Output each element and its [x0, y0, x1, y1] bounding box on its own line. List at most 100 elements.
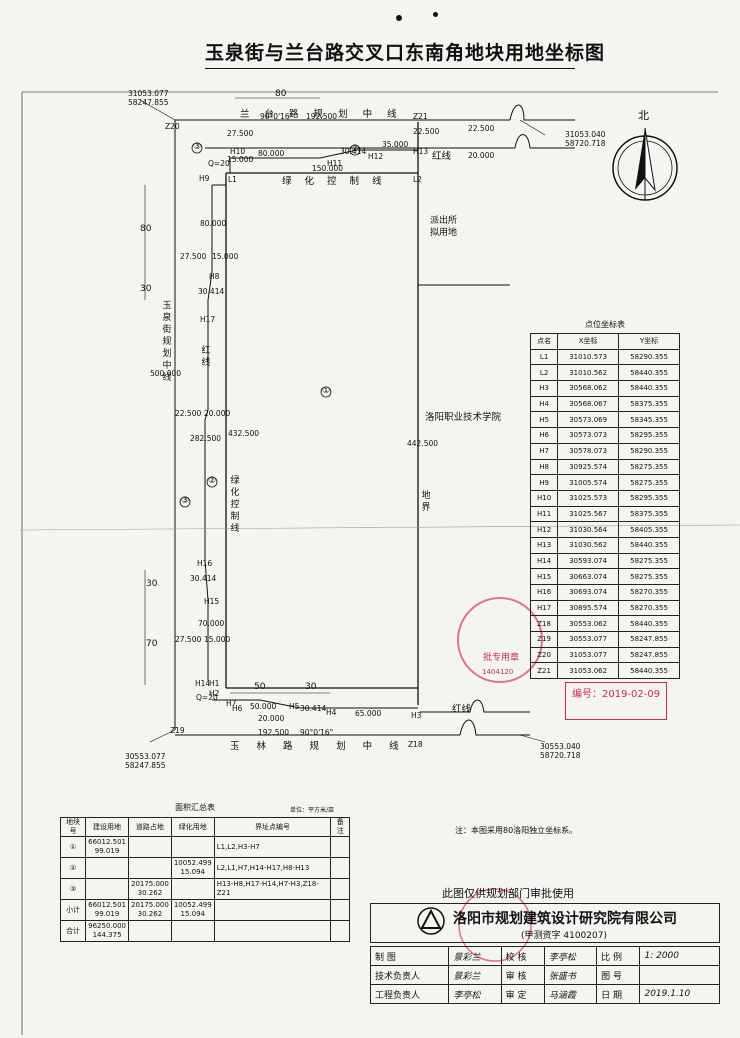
point-h6: H6 [232, 704, 243, 713]
table-cell: 工程负责人 [369, 984, 450, 1004]
table-cell: 31053.062 [557, 662, 620, 680]
dim-top-35000: 35.000 [382, 140, 409, 149]
region-2-left-label: ② [208, 476, 217, 486]
table-cell: 30573.069 [557, 411, 620, 429]
table-cell: Z19 [529, 631, 559, 648]
table-cell [213, 899, 332, 921]
table-cell: 58247.855 [618, 646, 680, 664]
coord-table-header: 点名 X坐标 Y坐标 [529, 333, 680, 350]
table-cell: 58440.355 [618, 380, 680, 397]
dim-left-20000: 20.000 [204, 409, 231, 418]
point-h11: H11 [327, 159, 343, 168]
table-cell: 日 期 [596, 984, 641, 1004]
dim-bot-30414: 30.414 [300, 704, 327, 713]
dim-left-30b: 30 [146, 579, 158, 589]
table-row: 技术负责人景彩兰审 核张盛书图 号 [369, 965, 720, 985]
dim-bot-50: 50 [254, 682, 266, 692]
table-cell: 30925.574 [557, 458, 620, 476]
table-cell: 景彩兰 [448, 965, 502, 985]
coord-br-y: 58720.718 [540, 751, 581, 760]
dim-top-80: 80 [275, 89, 287, 99]
table-cell [127, 836, 172, 858]
table-cell [330, 878, 350, 900]
table-cell: Z18 [529, 615, 559, 633]
table-cell: 校 核 [500, 946, 545, 966]
table-cell: H15 [529, 568, 559, 585]
table-cell: ③ [59, 878, 87, 900]
table-cell [330, 920, 350, 942]
stamp-box [565, 682, 667, 720]
table-cell: 66012.501 99.019 [85, 836, 129, 858]
table-cell: 30693.074 [557, 584, 620, 601]
table-cell [170, 920, 215, 942]
point-h10: H10 [230, 147, 246, 156]
table-cell: 30663.074 [557, 568, 620, 585]
dim-left-15000: 15.000 [212, 252, 239, 261]
table-cell: 31005.574 [557, 474, 620, 491]
table-cell: H9 [529, 474, 559, 491]
header-cell: 道路占地 [127, 817, 172, 837]
dim-bot-30: 30 [305, 682, 317, 692]
coord-bl-y: 58247.855 [125, 761, 166, 770]
road-label-bottom: 玉 林 路 规 划 中 线 [230, 741, 406, 752]
point-h13: H13 [413, 147, 429, 156]
dim-left-70: 70 [146, 639, 158, 649]
table-cell: 30573.073 [557, 427, 620, 444]
dim-bot-50000: 50.000 [250, 702, 277, 711]
region-3-label: ③ [181, 496, 190, 506]
point-z20: Z20 [165, 122, 180, 131]
table-cell: 2019.1.10 [639, 984, 720, 1004]
table-cell: ② [59, 857, 87, 879]
dim-bot-192500: 192.500 [258, 728, 290, 737]
table-cell: 31030.564 [557, 521, 620, 538]
header-cell: Y坐标 [618, 333, 680, 350]
table-cell: 20175.000 30.262 [127, 878, 172, 900]
table-cell: 58375.355 [618, 505, 680, 523]
table-cell: H7 [529, 442, 559, 460]
coord-table-title: 点位坐标表 [585, 320, 625, 329]
north-label: 北 [638, 109, 649, 122]
table-cell [213, 920, 332, 942]
table-cell: 20175.000 30.262 [127, 899, 172, 921]
region-1-label: ① [322, 386, 331, 396]
table-cell: H14 [529, 552, 559, 570]
table-cell: 58275.355 [618, 568, 680, 585]
dim-top-right-22500: 22.500 [468, 124, 495, 133]
point-h2: H2 [209, 689, 220, 698]
table-cell: H13-H8,H17-H14,H7-H3,Z18-Z21 [213, 878, 332, 900]
table-cell: 30553.062 [557, 615, 620, 633]
area-table-unit: 单位：平方米/亩 [290, 807, 335, 814]
dim-top-22500: 22.500 [413, 127, 440, 136]
table-cell: Z21 [529, 662, 559, 680]
table-cell: 58275.355 [618, 552, 680, 570]
header-cell: 界址点编号 [213, 817, 332, 837]
green-line-top: 绿 化 控 制 线 [282, 176, 387, 187]
table-cell: 31010.562 [557, 364, 620, 382]
institute-block: 洛阳市规划建筑设计研究院有限公司 (甲测资字 4100207) [370, 903, 720, 943]
table-row: ③ 20175.000 30.262 H13-H8,H17-H14,H7-H3,Z1… [59, 878, 350, 900]
college-label: 洛阳职业技术学院 [425, 412, 502, 423]
table-cell: 技术负责人 [369, 965, 450, 985]
table-cell: 审 核 [500, 965, 545, 985]
table-cell [330, 836, 350, 858]
table-cell: 景彩兰 [448, 946, 502, 966]
header-cell: X坐标 [557, 333, 620, 350]
approval-stamp: 批专用章 [483, 653, 520, 663]
table-cell: Z20 [529, 646, 559, 664]
dim-left-432500: 432.500 [228, 429, 260, 438]
point-z18: Z18 [408, 740, 423, 749]
coord-tr-y: 58720.718 [565, 139, 606, 148]
header-cell: 备注 [330, 817, 350, 837]
dim-left-27500: 27.500 [180, 252, 207, 261]
table-cell [170, 878, 215, 900]
dim-left-27500b: 27.500 [175, 635, 202, 644]
